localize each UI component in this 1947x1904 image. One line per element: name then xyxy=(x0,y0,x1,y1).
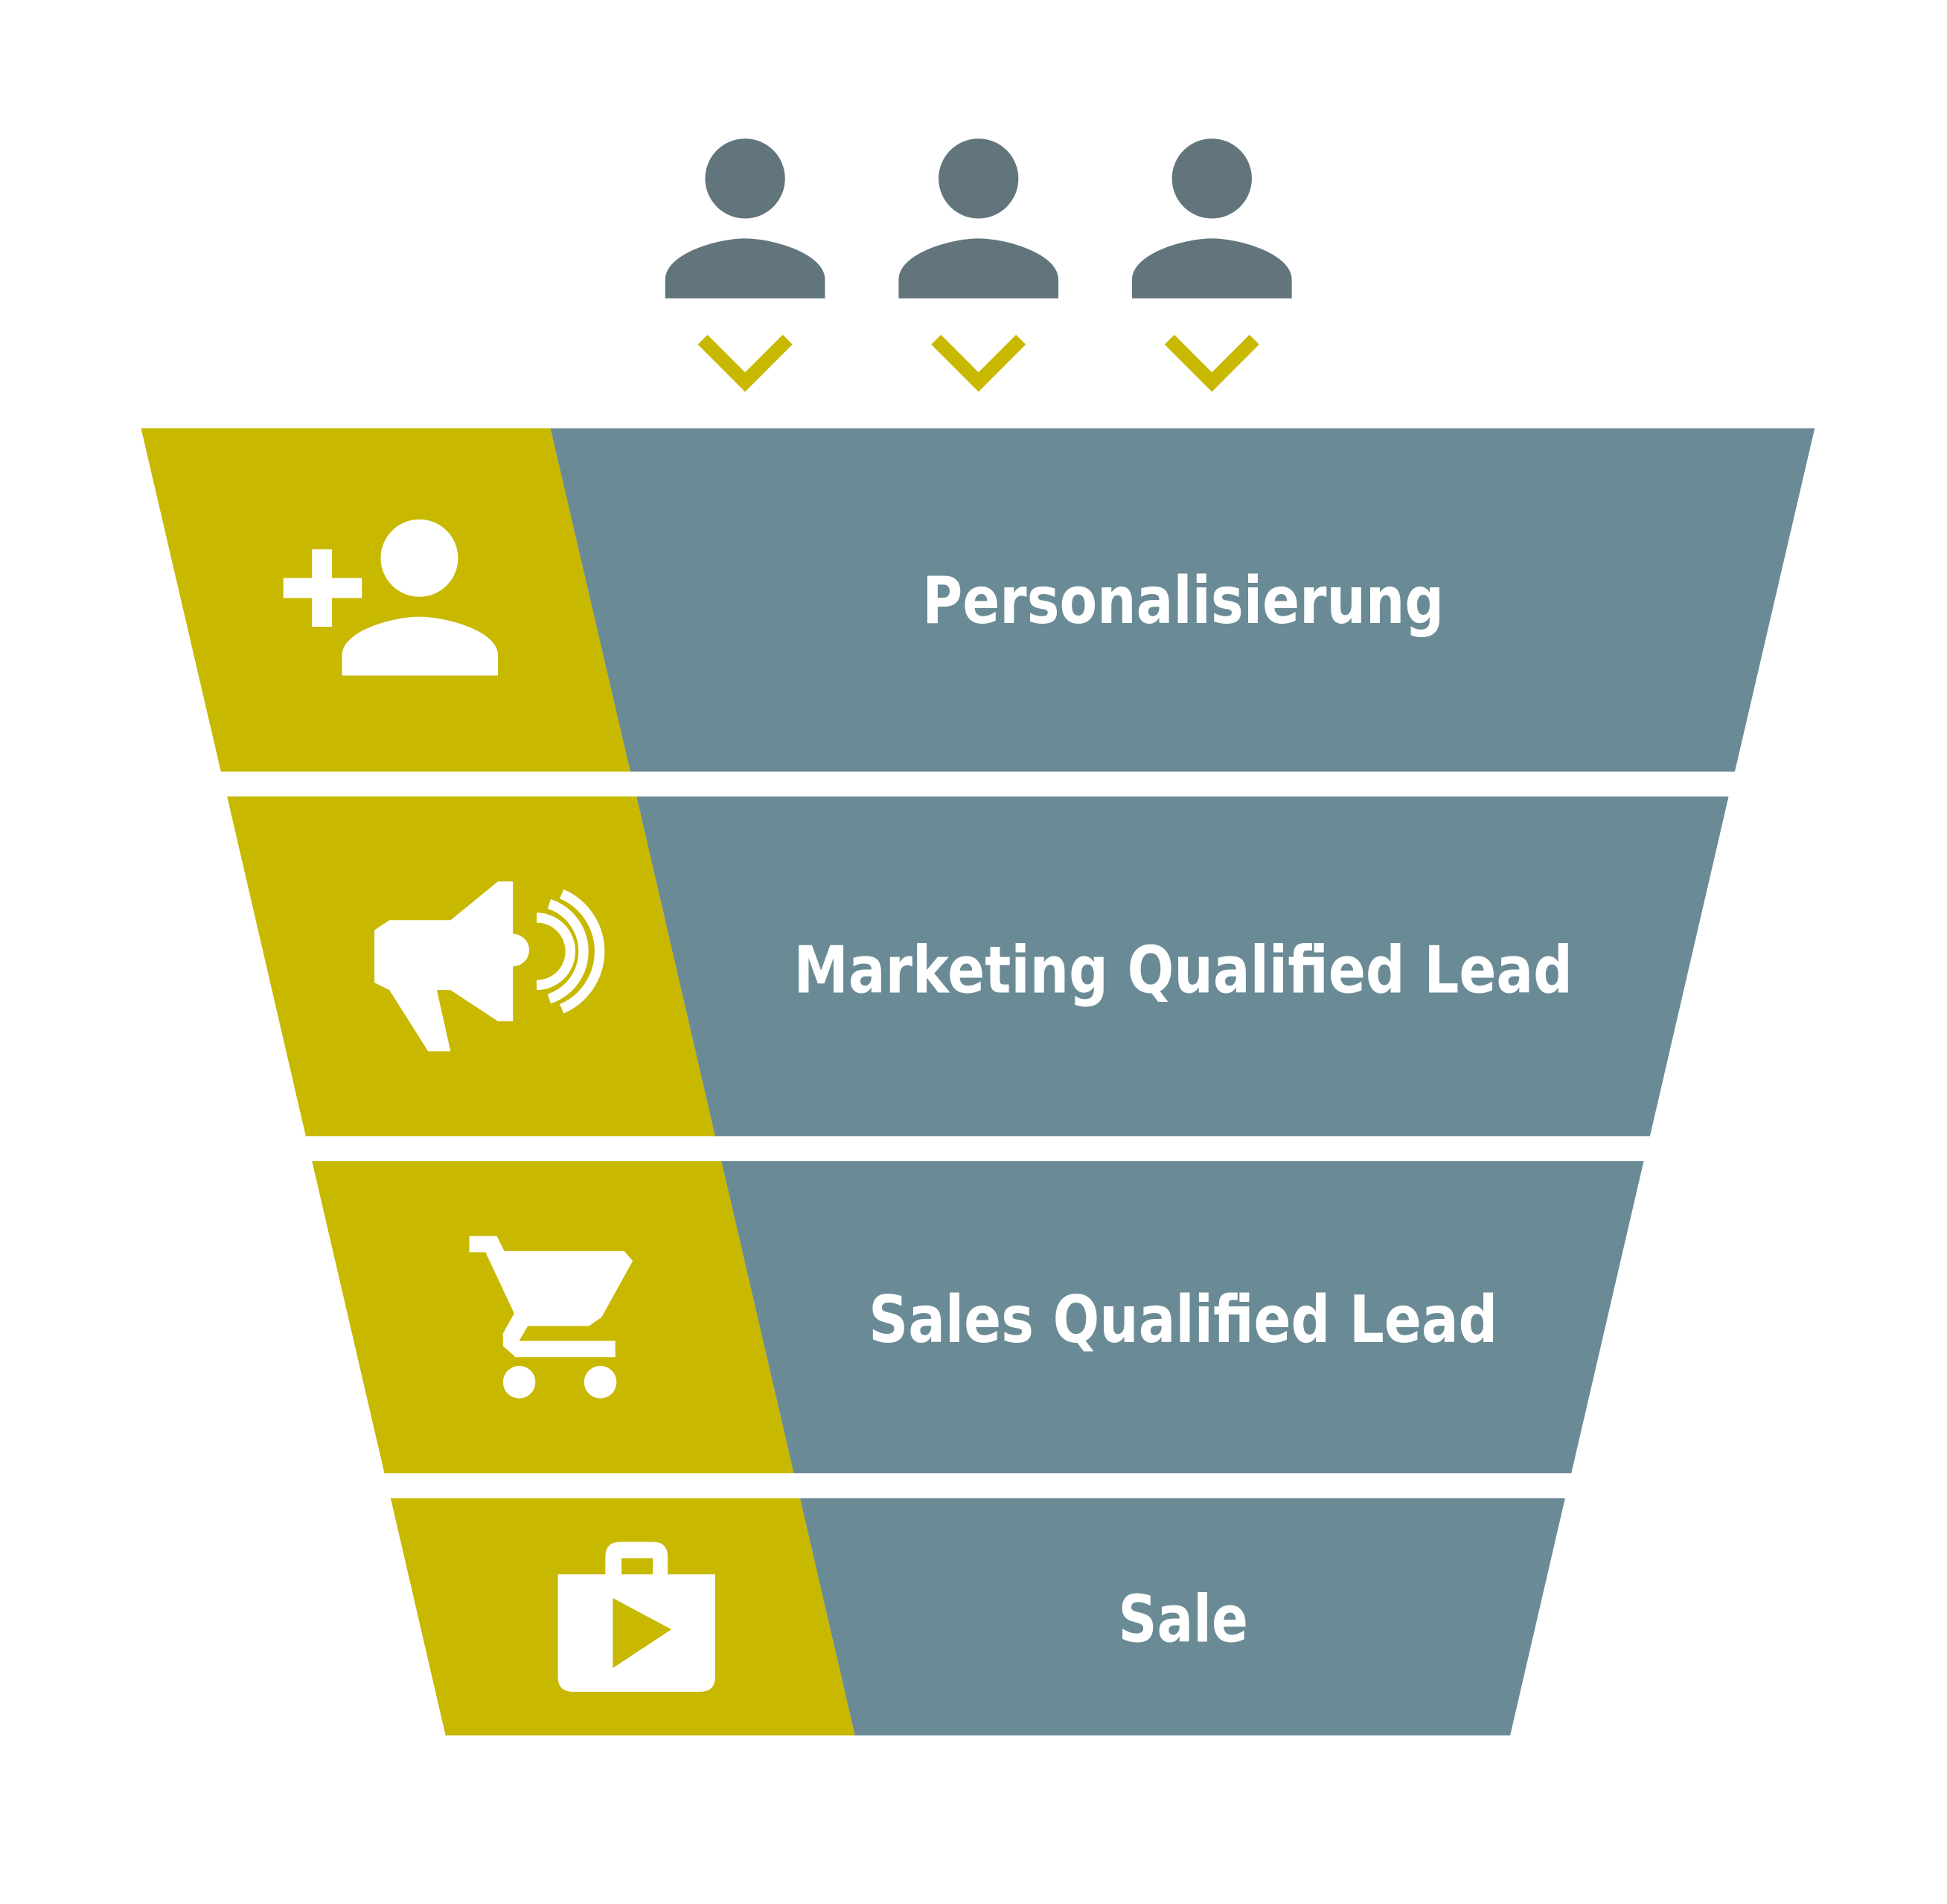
stage-label: Marketing Qualified Lead xyxy=(794,933,1573,1009)
stage-label-panel xyxy=(799,1498,1565,1736)
person-icon xyxy=(1131,138,1292,298)
person-icon xyxy=(665,138,825,298)
stage-icon-panel xyxy=(141,428,630,772)
funnel-stage-sql: Sales Qualified Lead xyxy=(312,1160,1644,1474)
megaphone-icon xyxy=(374,881,605,1052)
stage-label-panel xyxy=(636,796,1729,1137)
shopping-cart-icon xyxy=(469,1236,633,1399)
chevron-down-icon xyxy=(697,334,793,392)
stage-label-panel xyxy=(550,428,1815,772)
funnel-stage-sale: Sale xyxy=(390,1498,1565,1736)
chevron-down-icon xyxy=(931,334,1026,392)
stage-label: Sales Qualified Lead xyxy=(869,1282,1497,1358)
stage-label: Sale xyxy=(1119,1582,1248,1658)
person-icon xyxy=(898,138,1059,298)
stage-label-panel xyxy=(721,1160,1644,1474)
funnel-stage-personalisierung: Personalisierung xyxy=(141,428,1815,772)
stage-label: Personalisierung xyxy=(922,563,1444,639)
add-person-icon xyxy=(283,519,499,676)
chevron-down-icon xyxy=(1164,334,1259,392)
funnel-stage-mql: Marketing Qualified Lead xyxy=(227,796,1729,1137)
shopping-bag-play-icon xyxy=(557,1542,715,1692)
